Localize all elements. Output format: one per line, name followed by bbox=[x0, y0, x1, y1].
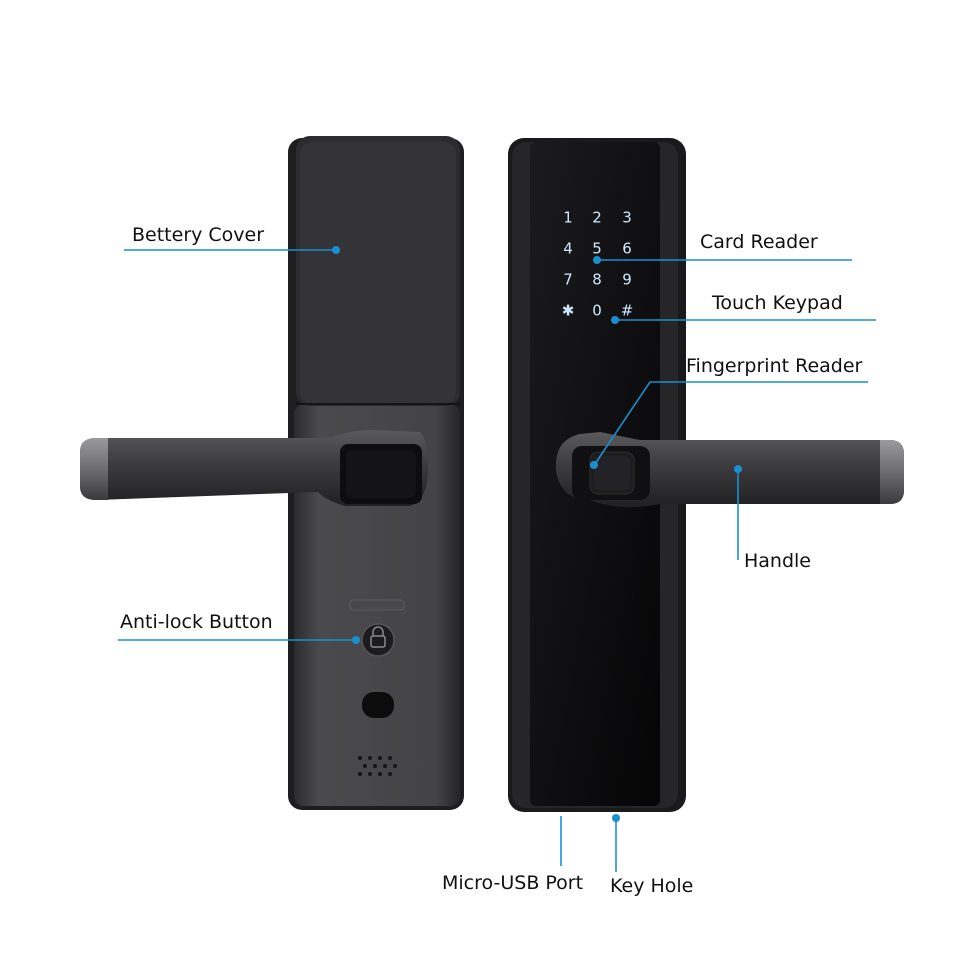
callout-dot-touch-keypad bbox=[611, 316, 619, 324]
keypad-key: # bbox=[621, 302, 634, 320]
callout-dot-key-hole bbox=[612, 814, 620, 822]
label-handle: Handle bbox=[744, 550, 812, 572]
keypad-key: 6 bbox=[622, 240, 632, 258]
front-handle bbox=[555, 432, 904, 508]
callout-dot-anti-lock-button bbox=[352, 636, 360, 644]
keypad-key: ✱ bbox=[562, 302, 575, 320]
keypad-key: 9 bbox=[622, 271, 632, 289]
touch-keypad-grid: 1 2 3 4 5 6 7 8 9 ✱ 0 # bbox=[562, 209, 634, 320]
label-card-reader: Card Reader bbox=[700, 231, 818, 253]
keypad-key: 1 bbox=[563, 209, 573, 227]
keypad-key: 3 bbox=[622, 209, 632, 227]
front-panel: 1 2 3 4 5 6 7 8 9 ✱ 0 # bbox=[508, 138, 904, 812]
label-battery-cover: Bettery Cover bbox=[132, 224, 265, 246]
keypad-key: 8 bbox=[592, 271, 602, 289]
keypad-key: 7 bbox=[563, 271, 573, 289]
label-fingerprint-reader: Fingerprint Reader bbox=[686, 355, 863, 377]
label-touch-keypad: Touch Keypad bbox=[712, 292, 843, 314]
back-handle bbox=[80, 430, 428, 506]
callout-dot-fingerprint-reader bbox=[590, 461, 598, 469]
label-anti-lock-button: Anti-lock Button bbox=[120, 611, 273, 633]
label-key-hole: Key Hole bbox=[610, 875, 694, 897]
label-micro-usb-port: Micro-USB Port bbox=[442, 872, 584, 894]
callout-dot-battery-cover bbox=[332, 246, 340, 254]
callout-dot-handle bbox=[734, 465, 742, 473]
callout-dot-card-reader bbox=[593, 256, 601, 264]
callouts bbox=[118, 246, 876, 872]
keypad-key: 0 bbox=[592, 302, 602, 320]
back-keyhole bbox=[362, 692, 394, 718]
speaker-grill bbox=[358, 756, 397, 776]
back-panel bbox=[80, 136, 464, 810]
callout-line-fingerprint-reader bbox=[594, 381, 868, 465]
keypad-key: 2 bbox=[592, 209, 602, 227]
keypad-key: 5 bbox=[592, 240, 602, 258]
anti-lock-button-graphic bbox=[361, 623, 395, 657]
keypad-key: 4 bbox=[563, 240, 573, 258]
